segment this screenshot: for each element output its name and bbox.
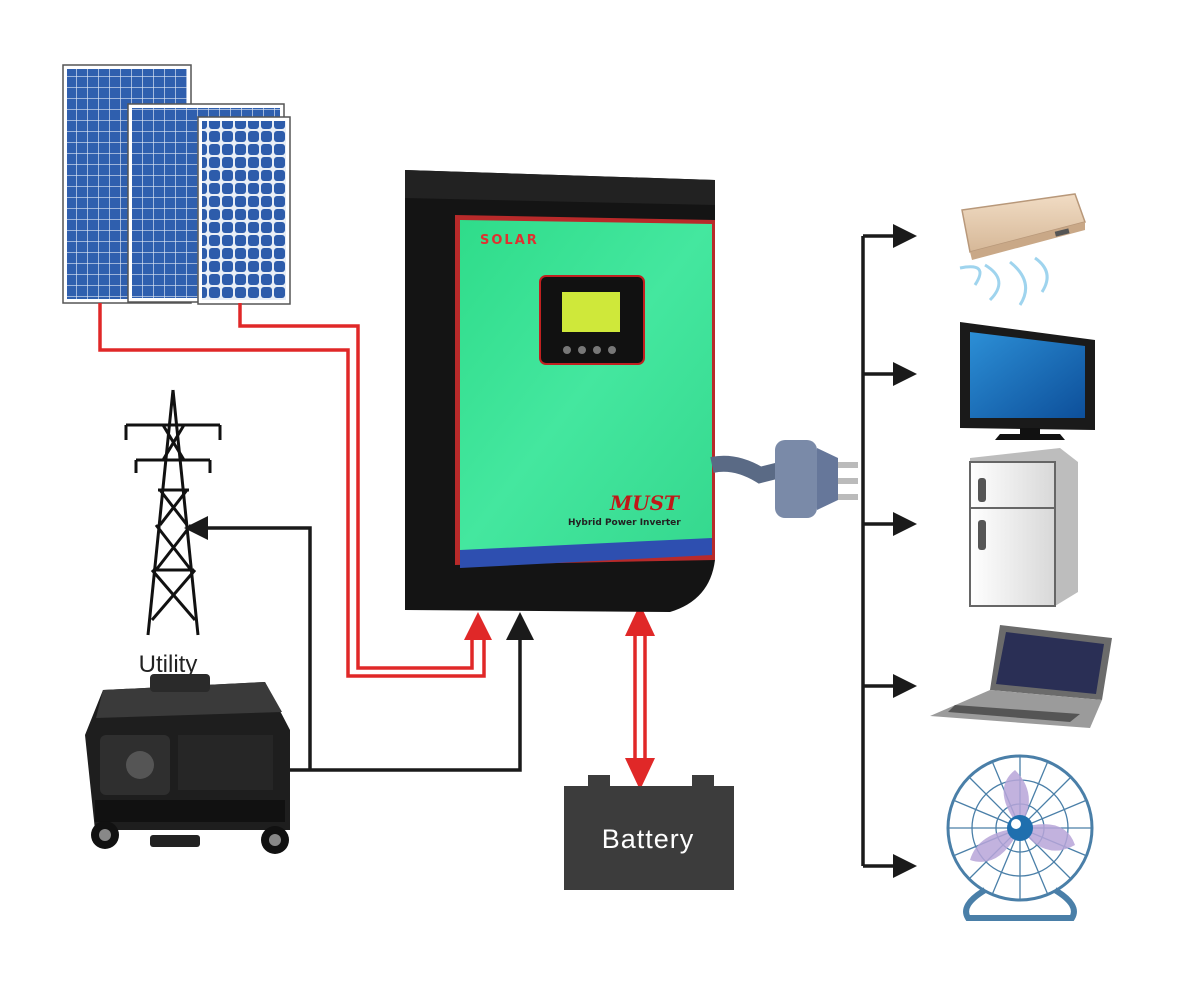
output-bus-line — [861, 224, 917, 878]
solar-dc-line — [98, 303, 492, 678]
solar-arrow — [464, 612, 492, 640]
laptop-icon — [930, 625, 1112, 728]
solar-panel-icon — [62, 64, 291, 305]
utility-ac-line — [184, 516, 534, 772]
utility-label: Utility — [139, 651, 198, 678]
tower-arrow — [184, 516, 208, 540]
television-icon — [960, 322, 1095, 440]
battery-icon — [564, 775, 734, 890]
power-plug-icon — [710, 440, 858, 518]
refrigerator-icon — [969, 448, 1078, 607]
fan-icon — [946, 754, 1094, 921]
battery-label: Battery — [602, 824, 695, 854]
inverter-subtitle: Hybrid Power Inverter — [568, 518, 681, 528]
hybrid-inverter-icon — [405, 170, 715, 612]
air-conditioner-icon — [959, 193, 1086, 306]
generator-icon — [85, 674, 290, 854]
inverter-brand: SOLAR — [480, 233, 539, 248]
ac-input-arrow — [506, 612, 534, 640]
battery-link-line — [625, 604, 655, 790]
power-tower-icon — [124, 389, 222, 636]
inverter-model: MUST — [609, 491, 681, 515]
